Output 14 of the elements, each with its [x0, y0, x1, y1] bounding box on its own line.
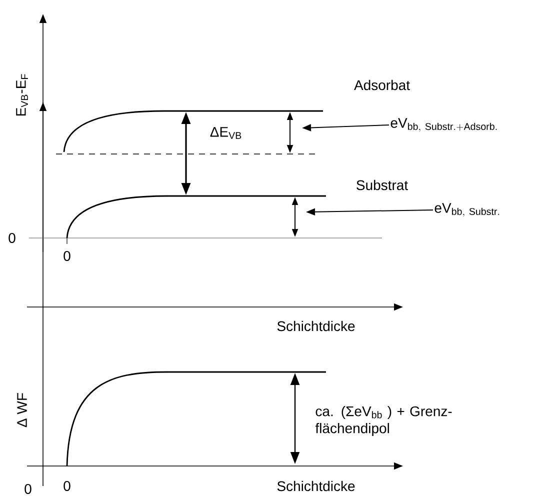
label: Schichtdicke [277, 320, 355, 332]
label: 0 [64, 481, 70, 491]
label: 0 [64, 251, 70, 261]
label: Schichtdicke [277, 480, 355, 492]
axis-label: Δ WF [17, 393, 27, 428]
label: 0 [24, 484, 32, 494]
label: 0 [8, 233, 16, 243]
label: Substrat [356, 180, 408, 190]
label: ΔE$_{VB}$ [210, 127, 242, 139]
annotation-text: ca. (ΣeV$_{bb}$ ) + Grenz-flächendipol [315, 406, 452, 436]
axis-label: E$_{VB}$-E$_{F}$ [16, 74, 28, 116]
annotation-text: $\mathrm{eV}_{\mathrm{bb,\ Substr.+Adsorb.}}$ [390, 118, 497, 132]
annotation-text: $\mathrm{eV}_{\mathrm{bb,\ Substr.}}$ [434, 203, 500, 217]
label: Adsorbat [354, 80, 410, 90]
